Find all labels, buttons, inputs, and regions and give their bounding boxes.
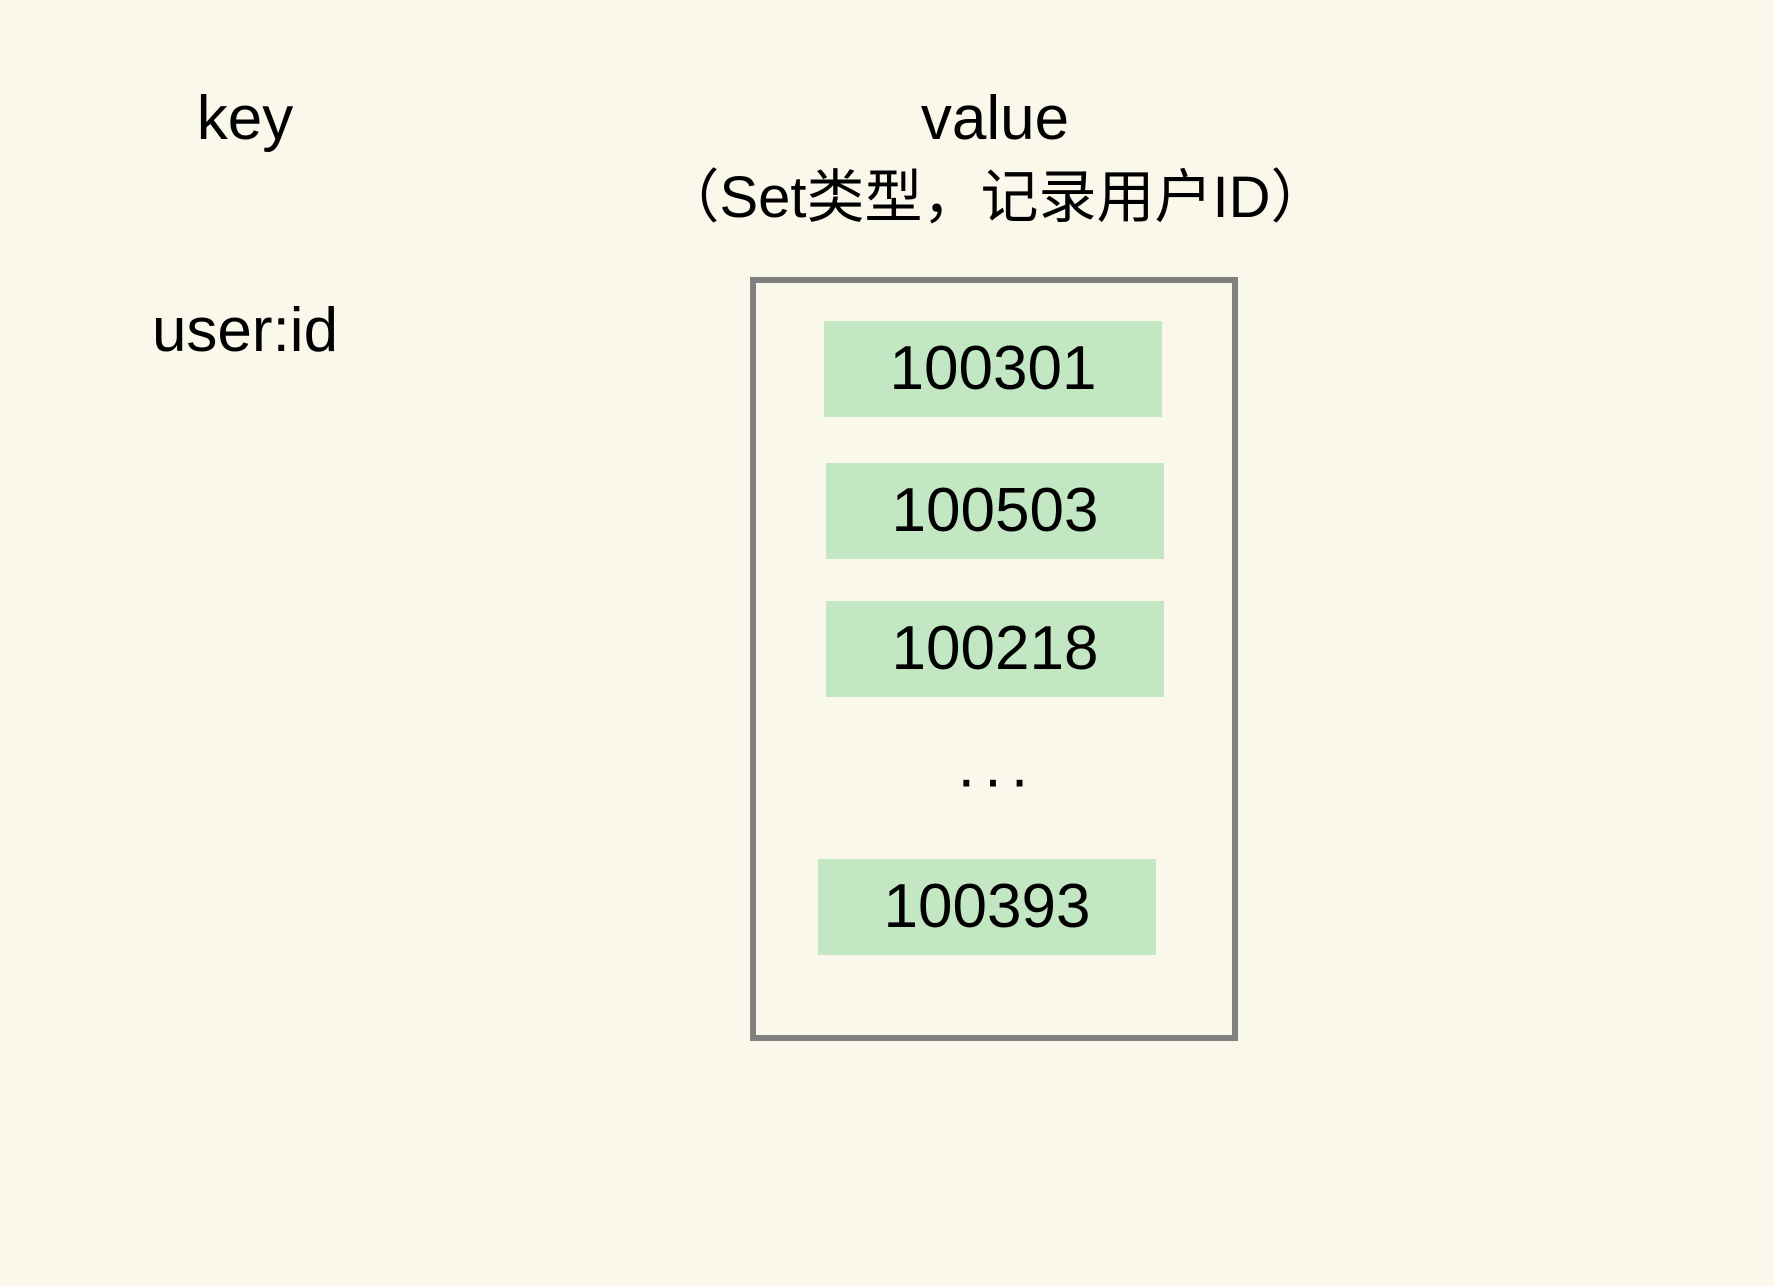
set-member-chip: 100218 (826, 601, 1164, 697)
set-ellipsis: ··· (956, 745, 1036, 814)
set-member-chip: 100301 (824, 321, 1162, 417)
value-column-subtitle: （Set类型，记录用户ID） (661, 165, 1329, 230)
set-container-box: 100301 100503 100218 ··· 100393 (750, 277, 1238, 1041)
key-column-heading: key (196, 84, 294, 153)
value-column-heading-group: value （Set类型，记录用户ID） (600, 88, 1390, 231)
key-name-label: user:id (151, 296, 339, 365)
set-member-chip: 100393 (818, 859, 1156, 955)
set-member-chip: 100503 (826, 463, 1164, 559)
value-column-heading: value (920, 84, 1070, 153)
